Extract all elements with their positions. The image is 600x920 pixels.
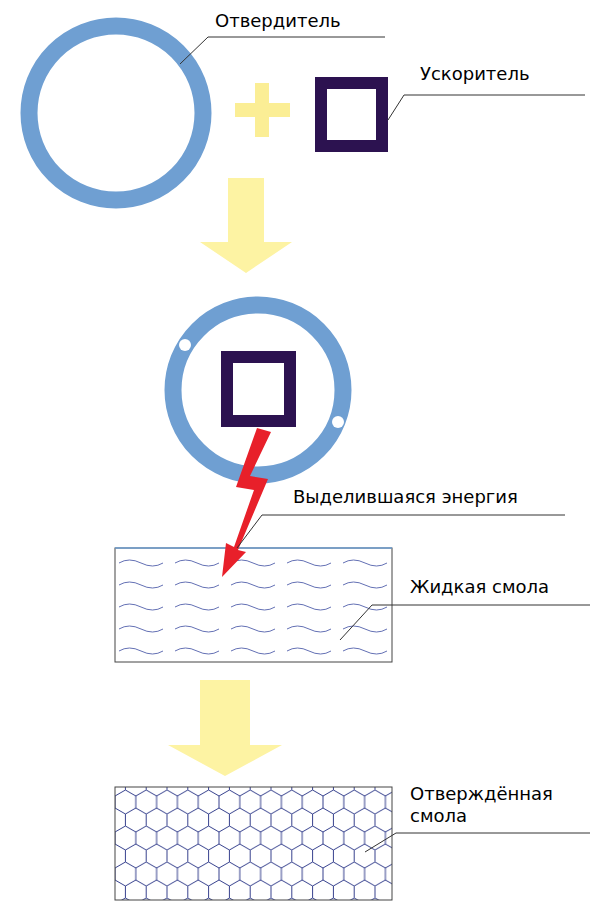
part-label: Отверждённая смола — [410, 783, 582, 827]
liquid-resin — [115, 548, 392, 662]
leader-line — [365, 833, 590, 852]
ring-break — [332, 416, 344, 428]
cured-resin — [115, 787, 392, 900]
ring-break — [179, 339, 191, 351]
part-label: Выделившаяся энергия — [293, 486, 518, 508]
part-label: Ускоритель — [420, 63, 530, 85]
resin-surface — [115, 547, 392, 549]
leader-line — [388, 95, 585, 120]
accelerator-square — [227, 357, 290, 421]
accelerator-square — [321, 83, 382, 146]
leader-line — [340, 605, 590, 640]
plus-sign — [255, 83, 269, 137]
hardener-ring — [29, 26, 203, 200]
part-label: Жидкая смола — [410, 576, 549, 598]
part-label: Отвердитель — [215, 10, 341, 32]
flow-arrow — [200, 178, 292, 273]
leader-line — [180, 37, 385, 64]
flow-arrow — [168, 680, 282, 776]
energy-bolt — [222, 428, 271, 577]
leader-line — [237, 515, 565, 548]
